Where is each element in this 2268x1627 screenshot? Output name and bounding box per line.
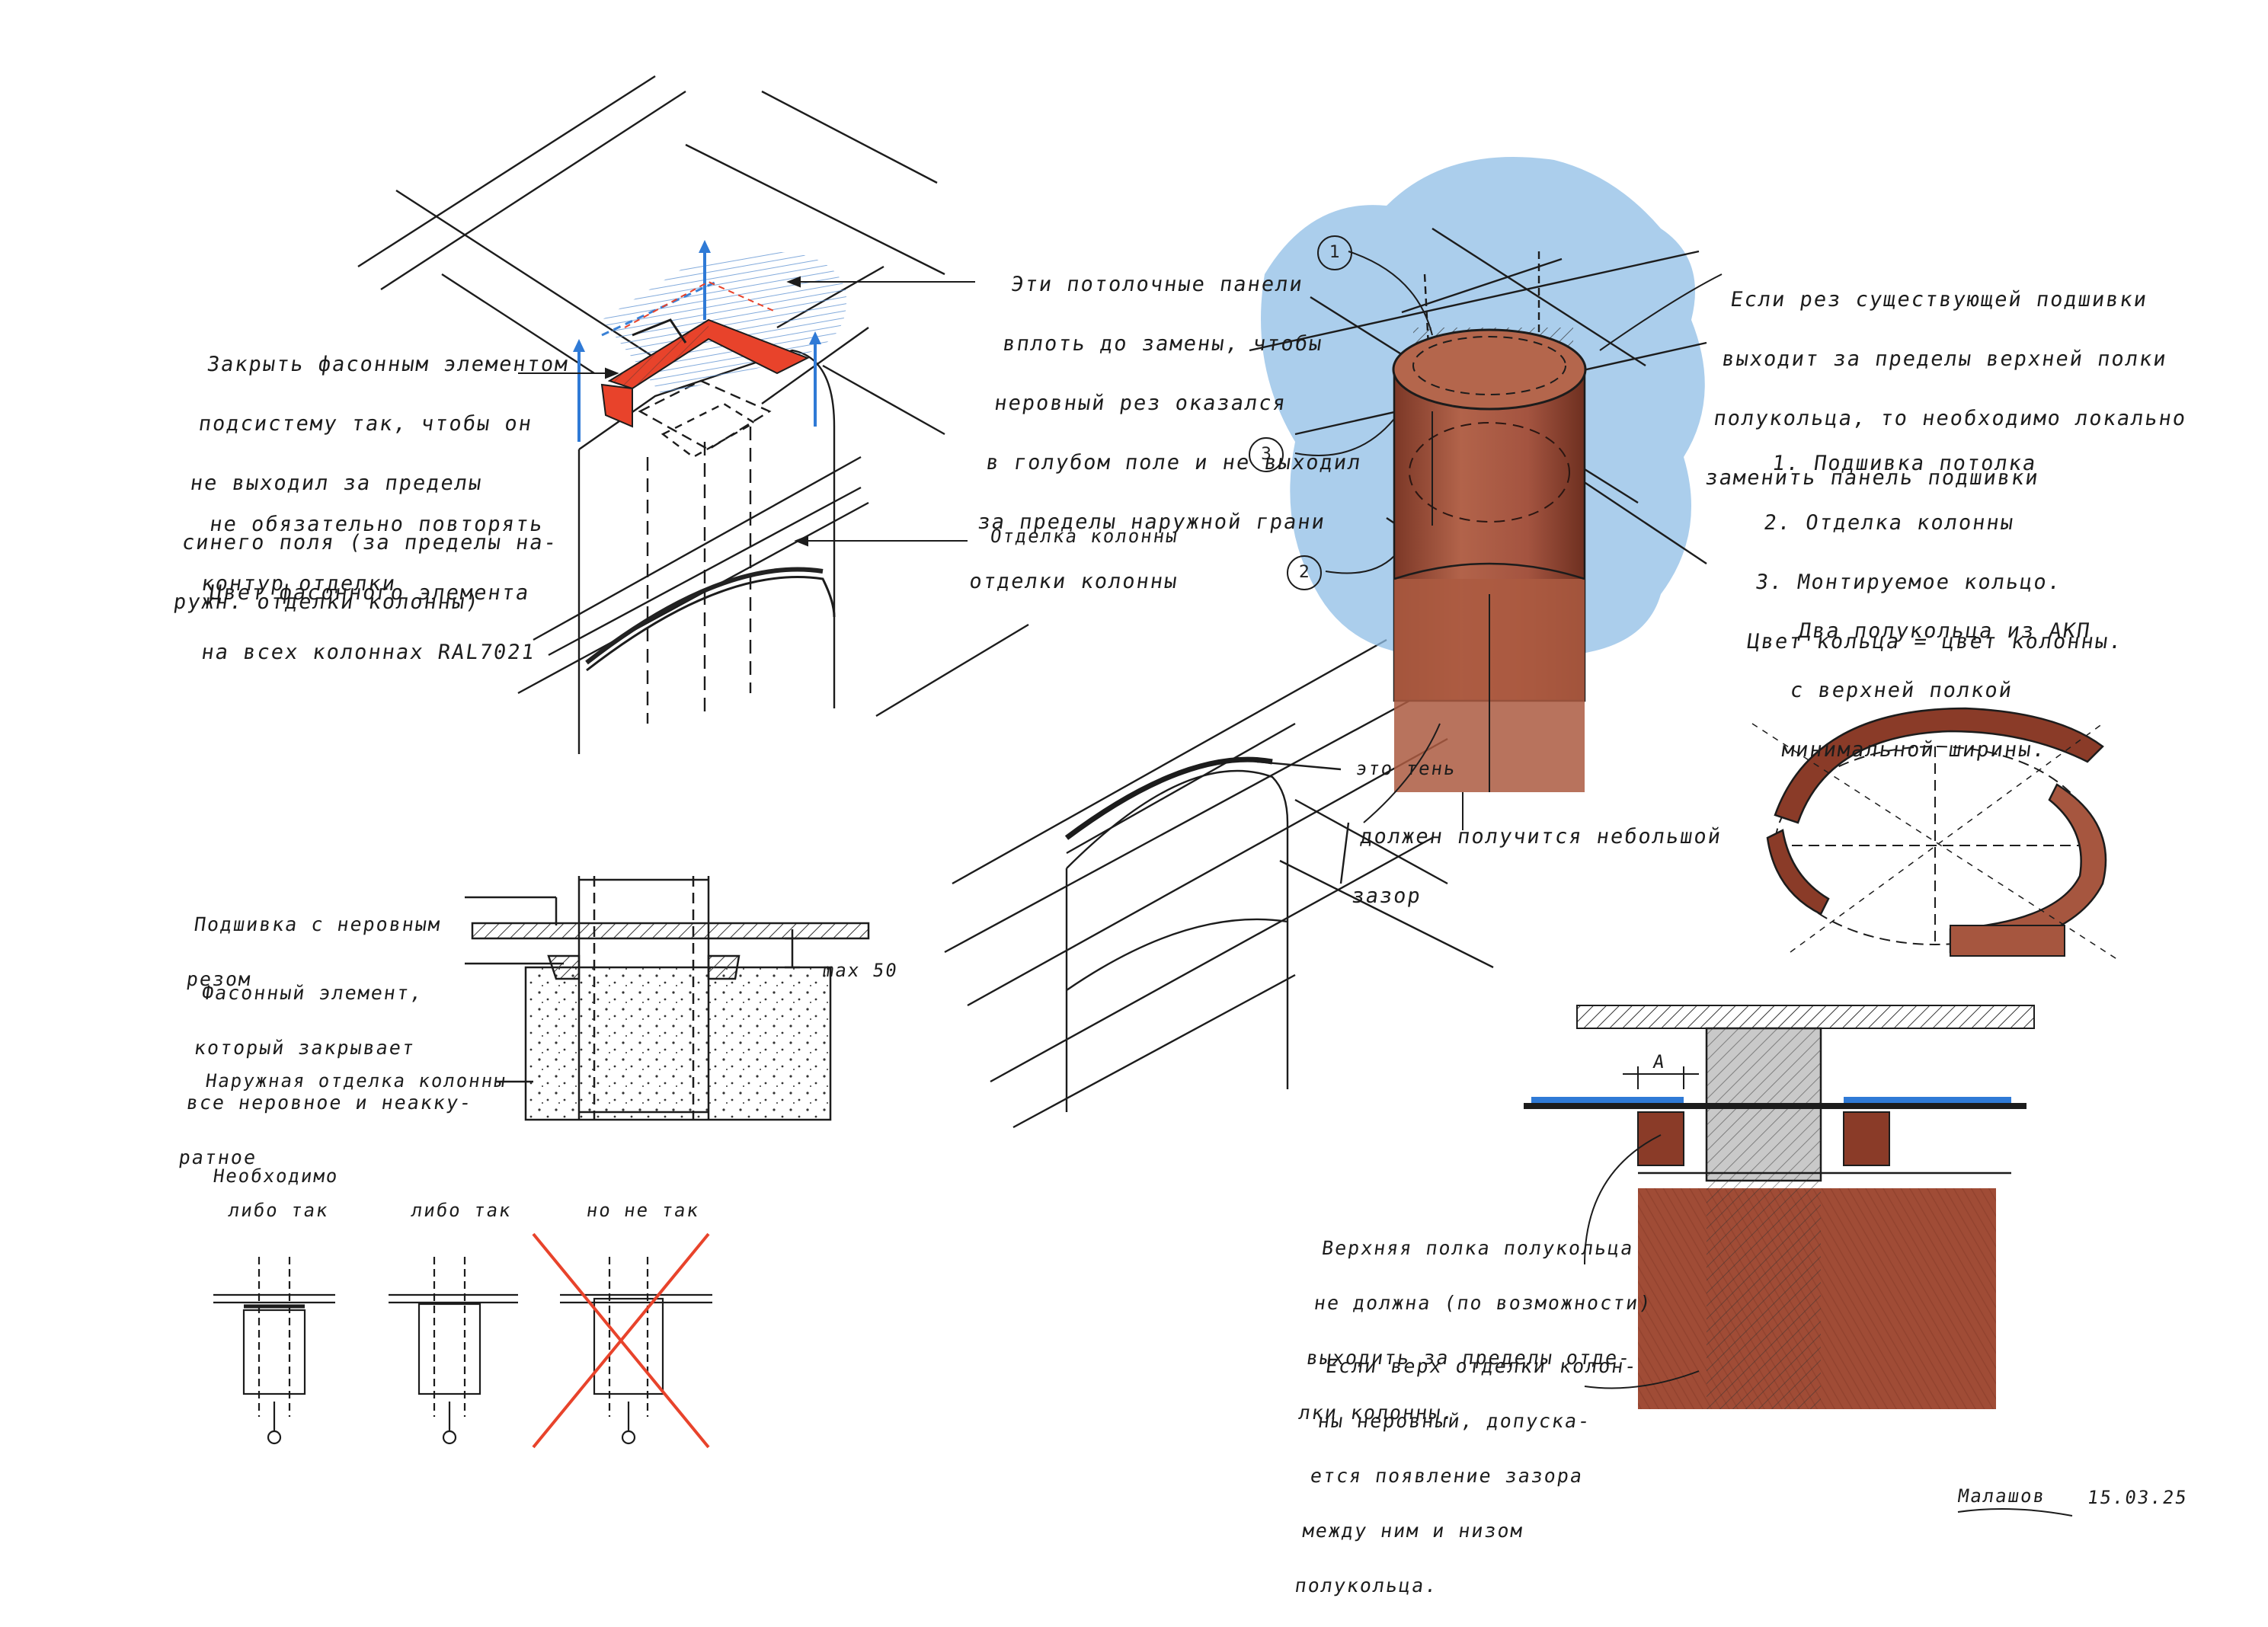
wrong-cross-mark bbox=[532, 1232, 710, 1449]
option-sketches bbox=[213, 1232, 712, 1449]
label-outer-finish: Наружная отделка колонны bbox=[204, 1070, 508, 1092]
label-shadow: это тень bbox=[1355, 758, 1458, 779]
option-1 bbox=[213, 1257, 335, 1445]
note-two-half-rings: Два полукольца из АКП с верхней полкой м… bbox=[1780, 619, 2093, 762]
option-3-wrong bbox=[560, 1257, 712, 1445]
option-label-2: либо так bbox=[410, 1200, 513, 1221]
marker-3: 3 bbox=[1261, 445, 1272, 464]
options-heading: Необходимо bbox=[212, 1165, 341, 1187]
section-detail bbox=[465, 876, 870, 1121]
colored-section-detail bbox=[1524, 1005, 2035, 1409]
option-label-1: либо так bbox=[227, 1200, 331, 1221]
option-2 bbox=[389, 1257, 518, 1445]
note-element-color: Цвет фасонного элемента на всех колоннах… bbox=[200, 581, 537, 664]
leaders-3 bbox=[1294, 251, 1723, 830]
label-column-finish: Отделка колонны bbox=[989, 526, 1180, 547]
signature-flourish bbox=[1957, 1508, 2073, 1517]
shaped-element-red bbox=[600, 280, 810, 428]
label-max: max 50 bbox=[821, 960, 900, 981]
date: 15.03.25 bbox=[2086, 1487, 2190, 1508]
signature: Малашов bbox=[1956, 1485, 2048, 1507]
option-label-3: но не так bbox=[585, 1200, 702, 1221]
leaders-1 bbox=[518, 276, 975, 547]
colored-column-sketch bbox=[1249, 157, 1707, 792]
marker-2: 2 bbox=[1299, 563, 1310, 582]
marker-1: 1 bbox=[1329, 243, 1340, 262]
two-half-rings-sketch bbox=[1751, 707, 2119, 961]
note-gap: должен получится небольшой зазор bbox=[1350, 825, 1724, 908]
note-ceiling-panels: Эти потолочные панели вплоть до замены, … bbox=[968, 273, 1364, 593]
iso-column-sketch-1 bbox=[357, 75, 945, 754]
note-uneven-top: Если верх отделки колон- ны неровный, до… bbox=[1293, 1355, 1639, 1597]
iso-column-sketch-2 bbox=[875, 623, 1494, 1129]
